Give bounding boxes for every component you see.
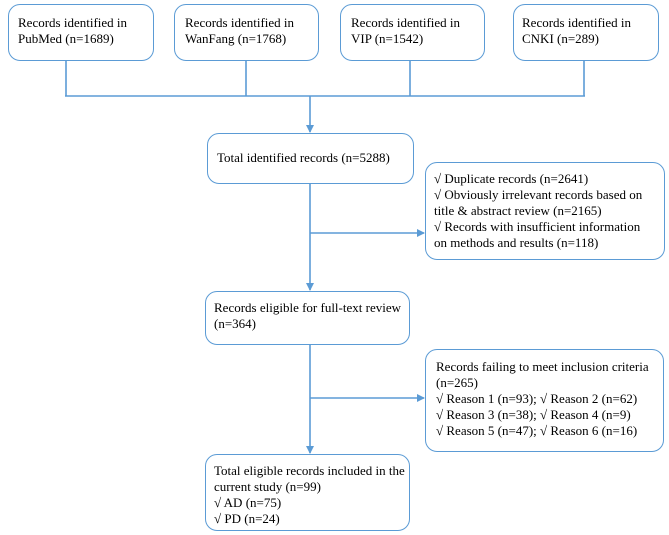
exclusion-line: Records failing to meet inclusion criter…	[436, 359, 649, 374]
source-box-vip: Records identified in VIP (n=1542)	[340, 4, 485, 61]
exclusion-line: title & abstract review (n=2165)	[434, 203, 602, 218]
total-identified-text: Total identified records (n=5288)	[217, 150, 390, 165]
exclusion-box-screening: √ Duplicate records (n=2641) √ Obviously…	[425, 162, 665, 260]
full-text-review-box: Records eligible for full-text review (n…	[205, 291, 410, 345]
exclusion-line: (n=265)	[436, 375, 478, 390]
source-label: Records identified in	[351, 15, 461, 30]
full-text-count: (n=364)	[214, 316, 256, 331]
source-box-cnki: Records identified in CNKI (n=289)	[513, 4, 659, 61]
exclusion-line: √ Obviously irrelevant records based on	[434, 187, 643, 202]
exclusion-line: √ Reason 3 (n=38); √ Reason 4 (n=9)	[436, 407, 631, 422]
final-line: √ AD (n=75)	[214, 495, 282, 510]
exclusion-line: √ Reason 1 (n=93); √ Reason 2 (n=62)	[436, 391, 638, 406]
total-identified-box: Total identified records (n=5288)	[207, 133, 414, 184]
source-count: VIP (n=1542)	[351, 31, 424, 46]
full-text-label: Records eligible for full-text review	[214, 300, 401, 315]
exclusion-line: √ Duplicate records (n=2641)	[434, 171, 589, 186]
source-count: WanFang (n=1768)	[185, 31, 287, 46]
source-count: CNKI (n=289)	[522, 31, 600, 46]
exclusion-box-eligibility: Records failing to meet inclusion criter…	[425, 349, 664, 452]
source-box-pubmed: Records identified in PubMed (n=1689)	[8, 4, 154, 61]
final-line: √ PD (n=24)	[214, 511, 280, 526]
final-line: current study (n=99)	[214, 479, 321, 494]
source-label: Records identified in	[185, 15, 295, 30]
exclusion-line: √ Records with insufficient information	[434, 219, 641, 234]
final-included-box: Total eligible records included in the c…	[205, 454, 410, 531]
exclusion-line: √ Reason 5 (n=47); √ Reason 6 (n=16)	[436, 423, 638, 438]
source-count: PubMed (n=1689)	[18, 31, 114, 46]
source-box-wanfang: Records identified in WanFang (n=1768)	[174, 4, 319, 61]
source-label: Records identified in	[18, 15, 128, 30]
final-line: Total eligible records included in the	[214, 463, 405, 478]
exclusion-line: on methods and results (n=118)	[434, 235, 599, 250]
source-label: Records identified in	[522, 15, 632, 30]
